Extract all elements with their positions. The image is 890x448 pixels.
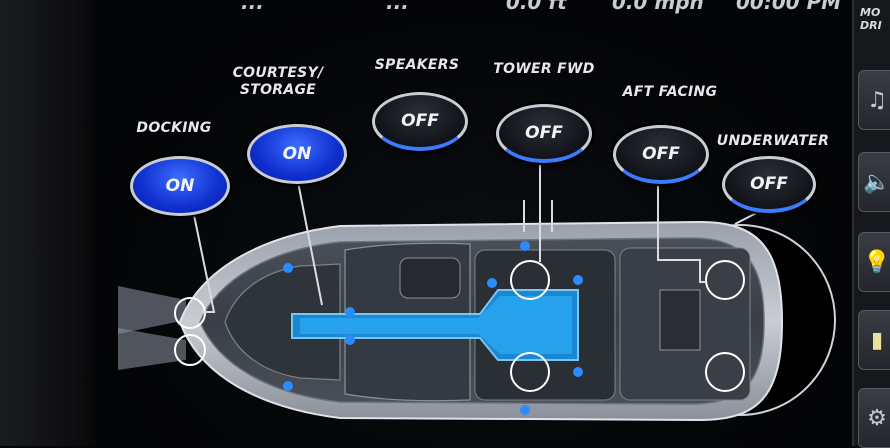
docking-toggle-button[interactable]: ON	[130, 156, 230, 216]
gear-icon: ⚙	[867, 405, 887, 431]
speaker-button[interactable]: 🔈	[858, 152, 890, 212]
status-item-3: ...	[386, 0, 409, 14]
callout-lines	[193, 160, 771, 313]
clock-readout: 00:00 PM	[736, 0, 842, 14]
docking-light-beams	[118, 286, 186, 370]
status-bar: ... ... 0.0 ft 0.0 mph 00:00 PM	[96, 0, 852, 14]
device-bezel	[0, 0, 96, 446]
battery-icon: ▮	[870, 327, 884, 353]
speed-readout: 0.0 mph	[612, 0, 704, 14]
speakers-toggle-button[interactable]: OFF	[372, 92, 468, 151]
side-panel-label: MO DRI	[860, 6, 882, 32]
light-bulb-icon: 💡	[863, 249, 890, 275]
light-location-circles	[174, 260, 745, 392]
light-button[interactable]: 💡	[858, 232, 890, 292]
speaker-icon: 🔈	[863, 169, 890, 195]
aft-facing-toggle-button[interactable]: OFF	[613, 125, 709, 184]
side-panel: MO DRI ♫ 🔈 💡 ▮ ⚙	[852, 0, 890, 448]
speakers-label: SPEAKERS	[374, 57, 460, 73]
music-note-icon: ♫	[867, 87, 887, 113]
battery-button[interactable]: ▮	[858, 310, 890, 370]
aft-facing-label: AFT FACING	[622, 84, 718, 100]
settings-button[interactable]: ⚙	[858, 388, 890, 448]
tower-fwd-label: TOWER FWD	[493, 61, 595, 77]
courtesy-storage-label: COURTESY/ STORAGE	[232, 65, 324, 98]
underwater-toggle-button[interactable]: OFF	[722, 156, 816, 213]
music-button[interactable]: ♫	[858, 70, 890, 130]
tower-fwd-toggle-button[interactable]: OFF	[496, 104, 592, 163]
light-indicator-dots	[283, 241, 583, 415]
underwater-label: UNDERWATER	[716, 133, 830, 149]
courtesy-storage-toggle-button[interactable]: ON	[247, 124, 347, 184]
depth-readout: 0.0 ft	[506, 0, 567, 14]
docking-label: DOCKING	[136, 120, 212, 136]
status-item-2: ...	[241, 0, 264, 14]
